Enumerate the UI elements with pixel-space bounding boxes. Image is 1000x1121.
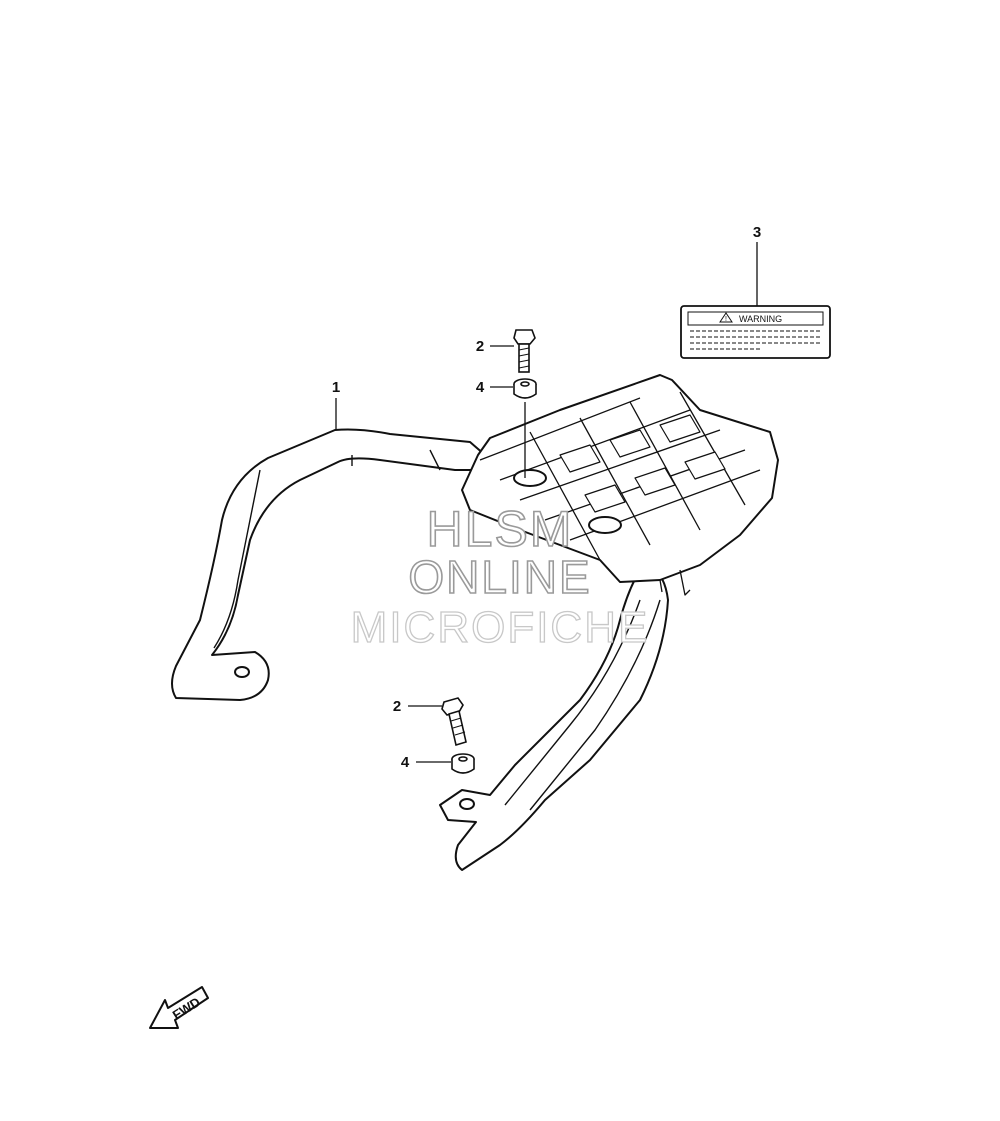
warning-label: ! WARNING	[680, 305, 831, 359]
callout-3: 3	[753, 224, 761, 241]
callout-2-top: 2	[476, 338, 484, 355]
bolt-top	[513, 329, 536, 373]
bolt-hole	[588, 516, 622, 534]
mount-hole	[234, 666, 250, 678]
warning-triangle-icon	[719, 312, 733, 323]
watermark-line-3: MICROFICHE	[350, 602, 650, 652]
fwd-arrow-icon: FWD	[149, 986, 209, 1029]
mount-hole	[459, 798, 475, 810]
bolt-bottom	[441, 697, 467, 747]
bolt-hole	[513, 469, 547, 487]
svg-text:!: !	[725, 316, 727, 323]
callout-2-bottom: 2	[393, 698, 401, 715]
callout-4-top: 4	[476, 379, 485, 396]
warning-title: WARNING	[739, 314, 782, 324]
callout-4-bottom: 4	[401, 754, 410, 771]
watermark-line-1: HLSM	[426, 500, 574, 558]
carrier-rail	[171, 374, 779, 871]
collar-bottom	[451, 753, 475, 774]
watermark-line-2: ONLINE	[408, 550, 592, 604]
callout-1: 1	[332, 379, 340, 396]
collar-top	[513, 378, 537, 399]
